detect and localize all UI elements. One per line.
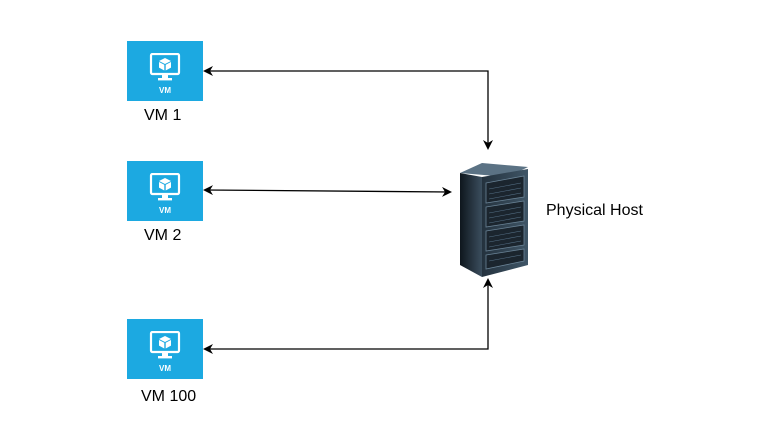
vm-100-node[interactable]: VM xyxy=(127,319,203,379)
vm-2-label: VM 2 xyxy=(144,227,182,244)
vm-1-label: VM 1 xyxy=(144,107,182,124)
vm-100-label: VM 100 xyxy=(141,388,197,405)
arrow-vm2-host xyxy=(203,185,452,197)
vm-badge: VM xyxy=(159,364,171,373)
vm-badge: VM xyxy=(159,206,171,215)
vm-1-node[interactable]: VM xyxy=(127,41,203,101)
physical-host-label: Physical Host xyxy=(546,202,643,219)
arrow-vm100-host xyxy=(203,278,493,354)
monitor-icon xyxy=(149,173,181,201)
vm-2-node[interactable]: VM xyxy=(127,161,203,221)
monitor-icon xyxy=(149,53,181,81)
arrow-vm1-host xyxy=(203,66,493,150)
server-rack-icon[interactable] xyxy=(456,161,528,277)
vm-badge: VM xyxy=(159,86,171,95)
monitor-icon xyxy=(149,331,181,359)
